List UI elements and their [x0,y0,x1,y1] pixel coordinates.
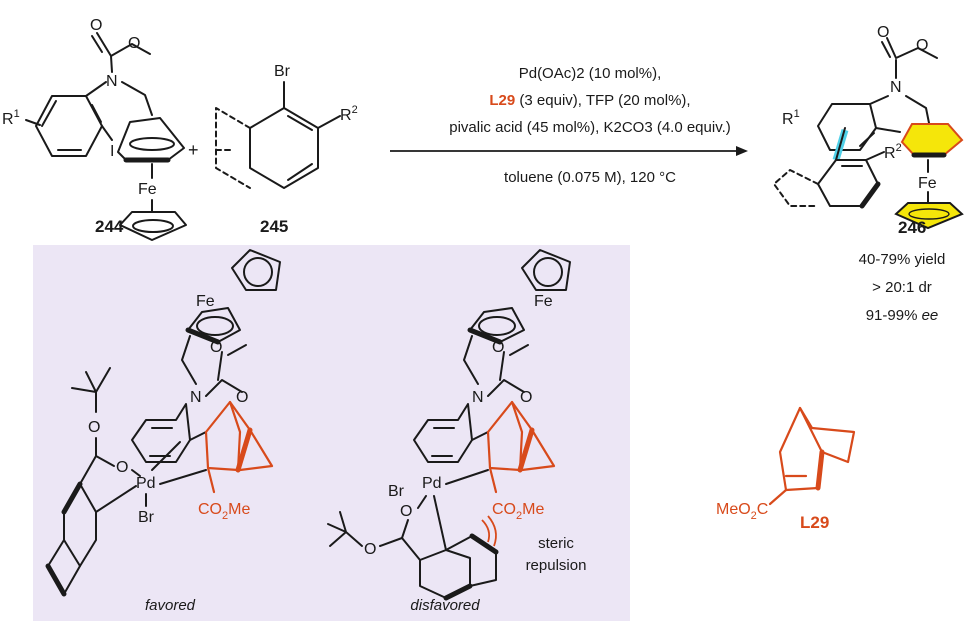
conditions-line-3: pivalic acid (45 mol%), K2CO3 (4.0 equiv… [449,119,731,136]
ester-label: CO2Me [198,501,250,522]
fe-label: Fe [138,181,157,198]
ee-text: 91-99% ee [866,307,939,324]
oxygen-label: O [210,339,222,356]
iodine-label: I [110,143,114,160]
compound-245: Br R2 245 [215,63,358,236]
conditions-line-4: toluene (0.075 M), 120 °C [504,169,676,186]
oxygen-label: O [520,389,532,406]
compound-number-244: 244 [95,217,124,236]
fe-label: Fe [196,293,215,310]
oxygen-label: O [916,37,928,54]
disfavored-transition-state: Fe N O O CO2Me Pd Br O O [327,249,587,614]
product-246: O O N R1 Fe R2 246 [773,24,964,237]
steric-note-line-1: steric [538,535,574,552]
ligand-l29: MeO2C L29 [716,406,856,532]
conditions-line-1: Pd(OAc)2 (10 mol%), [519,65,662,82]
ligand-label: L29 [800,513,829,532]
yield-text: 40-79% yield [859,251,946,268]
dr-text: > 20:1 dr [872,279,932,296]
favored-caption: favored [145,597,196,614]
oxygen-label: O [236,389,248,406]
compound-number-245: 245 [260,217,288,236]
reaction-conditions: Pd(OAc)2 (10 mol%), L29 (3 equiv), TFP (… [390,65,748,186]
nitrogen-label: N [472,389,484,406]
favored-transition-state: Fe N O O CO2Me Pd Br O O [45,249,281,614]
oxygen-label: O [128,35,140,52]
br-label: Br [388,483,405,500]
oxygen-label: O [88,419,100,436]
pd-label: Pd [422,475,442,492]
fe-label: Fe [918,175,937,192]
nitrogen-label: N [190,389,202,406]
oxygen-label: O [400,503,412,520]
fe-label: Fe [534,293,553,310]
nitrogen-label: N [890,79,902,96]
oxygen-label: O [877,24,889,41]
compound-244: O O N I R1 Fe 244 [2,17,187,241]
r2-label: R2 [884,142,902,162]
oxygen-label: O [90,17,102,34]
compound-number-246: 246 [898,218,926,237]
steric-note-line-2: repulsion [526,557,587,574]
bromine-label: Br [274,63,291,80]
r2-label: R2 [340,104,358,124]
pd-label: Pd [136,475,156,492]
r1-label: R1 [782,108,800,128]
nitrogen-label: N [106,73,118,90]
disfavored-caption: disfavored [410,597,480,614]
oxygen-label: O [116,459,128,476]
conditions-line-2: L29 (3 equiv), TFP (20 mol%), [489,92,690,109]
br-label: Br [138,509,155,526]
oxygen-label: O [492,339,504,356]
results: 40-79% yield > 20:1 dr 91-99% ee [859,251,946,324]
ester-label: MeO2C [716,501,768,522]
plus-sign: + [188,140,199,160]
ester-label: CO2Me [492,501,544,522]
oxygen-label: O [364,541,376,558]
r1-label: R1 [2,108,20,128]
